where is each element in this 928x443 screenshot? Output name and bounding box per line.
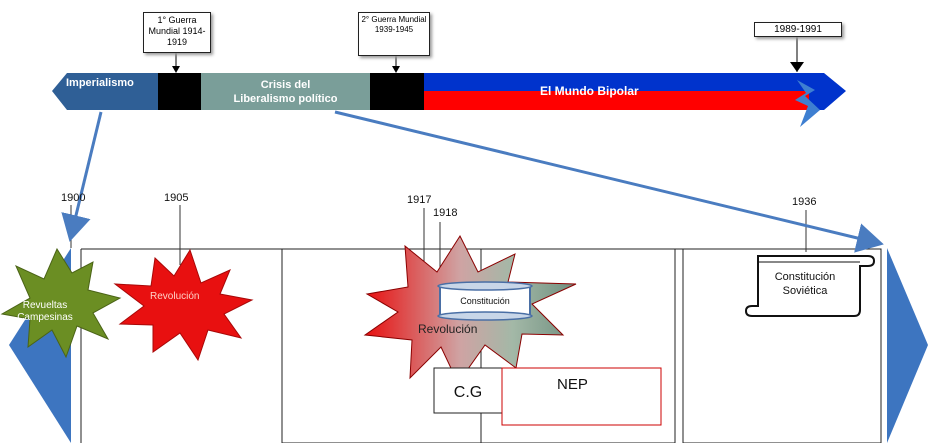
period-box-1936: [682, 248, 882, 443]
revueltas-label: Revueltas Campesinas: [17, 300, 73, 323]
ww2-callout: 2° Guerra Mundial 1939-1945: [358, 12, 430, 56]
end-callout-text: 1989-1991: [774, 24, 822, 35]
ww1-callout: 1° Guerra Mundial 1914-1919: [143, 12, 211, 53]
revolucion-1917-label: Revolución: [418, 322, 478, 336]
constitucion-1918-label: Constitución: [460, 296, 510, 306]
year-1900: 1900: [61, 192, 86, 204]
year-1936: 1936: [792, 196, 817, 208]
top-timeline-bar: [52, 73, 846, 127]
bipolar-blue-band: [424, 73, 824, 91]
revolucion-1905-label: Revolución: [150, 291, 200, 302]
year-1917: 1917: [407, 194, 432, 206]
year-1918: 1918: [433, 207, 458, 219]
year-1905: 1905: [164, 192, 189, 204]
bipolar-arrow-head: [809, 73, 846, 110]
connector-arrow-right: [334, 110, 884, 253]
constitucion-sovietica-label: Constitución Soviética: [774, 271, 836, 297]
ww1-segment: [158, 73, 201, 110]
bipolar-red-band: [424, 91, 809, 110]
ww2-callout-text: 2° Guerra Mundial 1939-1945: [361, 15, 427, 34]
crisis-label: Crisis del Liberalismo político: [201, 78, 370, 106]
nep-label: NEP: [557, 376, 588, 393]
period-box-1917: [281, 248, 676, 443]
revueltas-campesinas-burst: [0, 247, 122, 359]
right-arrow-shape: [887, 248, 928, 443]
imperialismo-segment: [52, 73, 158, 110]
crisis-label-line1: Crisis del: [260, 79, 311, 91]
cg-label: C.G: [453, 384, 483, 401]
nep-box: [501, 367, 662, 426]
ww2-segment: [370, 73, 424, 110]
bipolar-label: El Mundo Bipolar: [540, 84, 639, 98]
end-callout: 1989-1991: [754, 22, 842, 37]
crisis-liberalismo-segment: [201, 73, 370, 110]
collapse-lightning-icon: [795, 80, 820, 127]
imperialismo-label: Imperialismo: [66, 77, 134, 89]
constitucion-1918-scroll: [437, 281, 533, 321]
ww1-callout-text: 1° Guerra Mundial 1914-1919: [148, 15, 206, 47]
constitucion-sovietica-scroll: [744, 255, 876, 317]
crisis-label-line2: Liberalismo político: [233, 93, 338, 105]
cg-box: [433, 367, 503, 414]
revolucion-1905-burst: [113, 248, 254, 362]
connector-arrow-left: [61, 111, 103, 242]
